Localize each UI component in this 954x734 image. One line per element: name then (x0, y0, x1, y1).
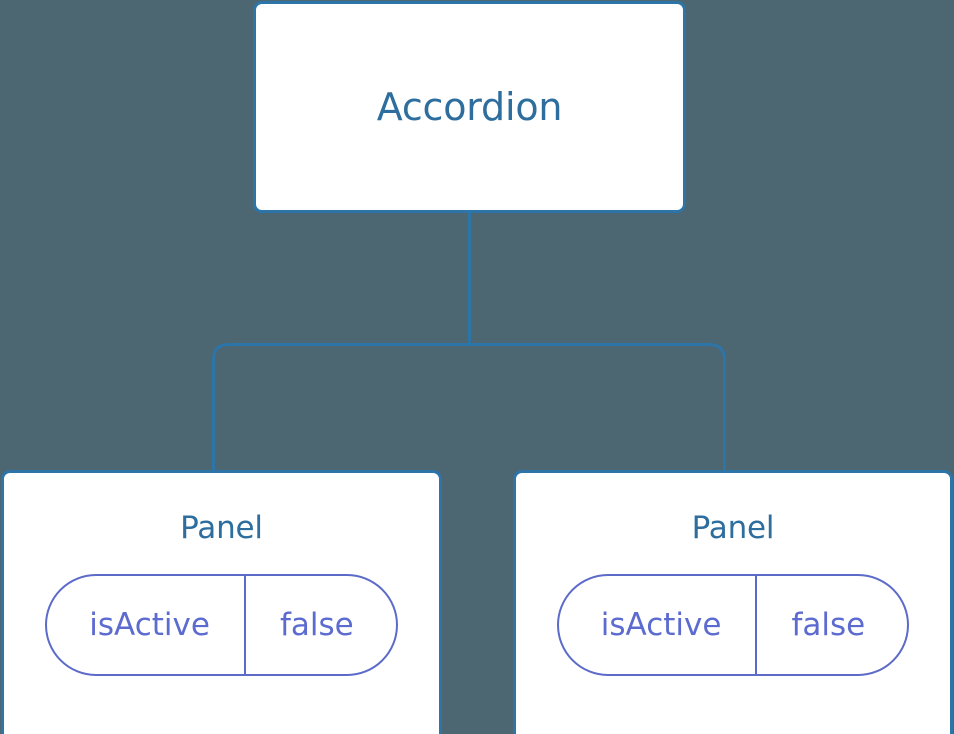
state-value-isactive: false (755, 576, 907, 674)
state-key-isactive: isActive (89, 606, 210, 643)
connector-branch-left (212, 343, 470, 472)
connector-branch-right (469, 343, 726, 472)
node-panel-left[interactable]: Panel isActive false (1, 470, 442, 734)
state-pill-panel-left[interactable]: isActive false (45, 574, 398, 676)
node-accordion-title: Accordion (376, 85, 563, 129)
state-key-isactive: isActive (600, 606, 722, 643)
state-pill-panel-right[interactable]: isActive false (556, 574, 910, 676)
state-value-isactive: false (243, 576, 396, 674)
node-panel-right[interactable]: Panel isActive false (513, 470, 953, 734)
node-panel-left-title: Panel (180, 510, 263, 546)
node-panel-right-title: Panel (691, 510, 775, 546)
node-accordion[interactable]: Accordion (253, 1, 686, 213)
